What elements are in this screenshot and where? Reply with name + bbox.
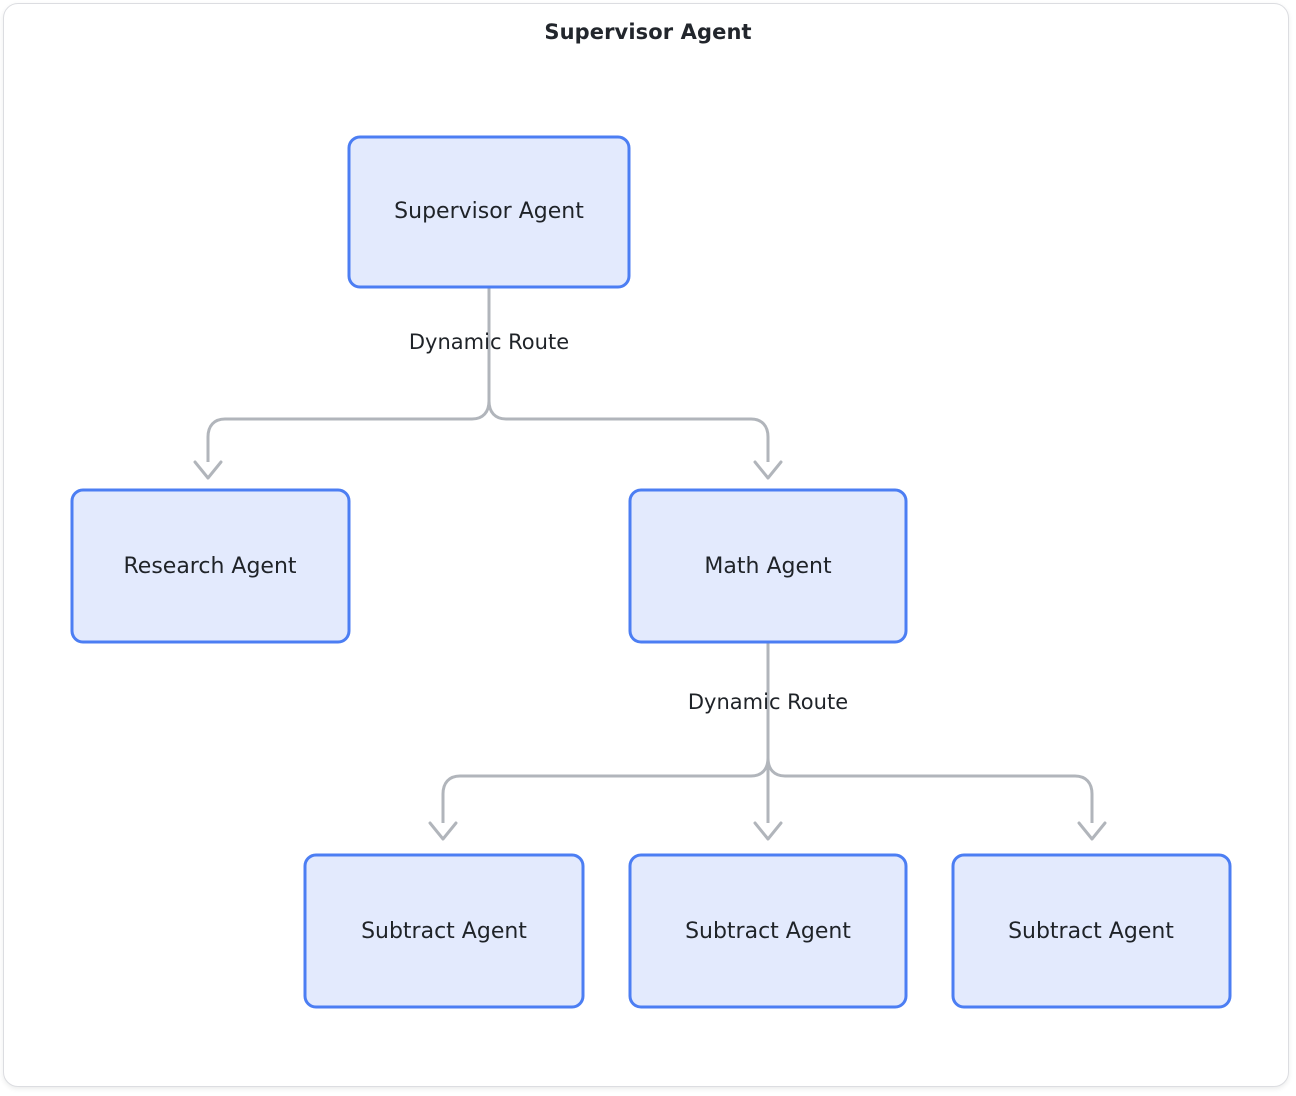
page-title: Supervisor Agent bbox=[544, 20, 752, 44]
edge-line bbox=[487, 287, 770, 462]
edge-line bbox=[766, 642, 1094, 823]
node-box[interactable] bbox=[303, 853, 585, 1009]
edge-label-route-bottom: Dynamic Route bbox=[688, 690, 848, 714]
edge-math-to-subtract-3 bbox=[766, 642, 1107, 841]
arrowhead-icon bbox=[1077, 821, 1107, 841]
node-label: Subtract Agent bbox=[1008, 919, 1174, 944]
node-box[interactable] bbox=[347, 135, 631, 289]
node-subtract-agent-2[interactable]: Subtract Agent bbox=[628, 853, 908, 1009]
edge-supervisor-to-research bbox=[193, 287, 491, 480]
node-research-agent[interactable]: Research Agent bbox=[70, 488, 351, 644]
node-math-agent[interactable]: Math Agent bbox=[628, 488, 908, 644]
node-label: Subtract Agent bbox=[685, 919, 851, 944]
node-label: Supervisor Agent bbox=[394, 199, 584, 224]
node-box[interactable] bbox=[70, 488, 351, 644]
node-box[interactable] bbox=[628, 853, 908, 1009]
arrowhead-icon bbox=[753, 460, 783, 480]
arrowhead-icon bbox=[753, 821, 783, 841]
node-box[interactable] bbox=[628, 488, 908, 644]
arrowhead-icon bbox=[193, 460, 223, 480]
node-subtract-agent-3[interactable]: Subtract Agent bbox=[951, 853, 1232, 1009]
edge-label-route-top: Dynamic Route bbox=[409, 330, 569, 354]
edge-math-to-subtract-1 bbox=[428, 642, 770, 841]
node-label: Research Agent bbox=[123, 554, 296, 579]
edge-supervisor-to-math bbox=[487, 287, 783, 480]
arrowhead-icon bbox=[428, 821, 458, 841]
node-box[interactable] bbox=[951, 853, 1232, 1009]
edge-line bbox=[206, 287, 491, 462]
node-subtract-agent-1[interactable]: Subtract Agent bbox=[303, 853, 585, 1009]
edge-line bbox=[441, 642, 770, 823]
node-supervisor-agent[interactable]: Supervisor Agent bbox=[347, 135, 631, 289]
node-label: Math Agent bbox=[704, 554, 832, 579]
node-label: Subtract Agent bbox=[361, 919, 527, 944]
